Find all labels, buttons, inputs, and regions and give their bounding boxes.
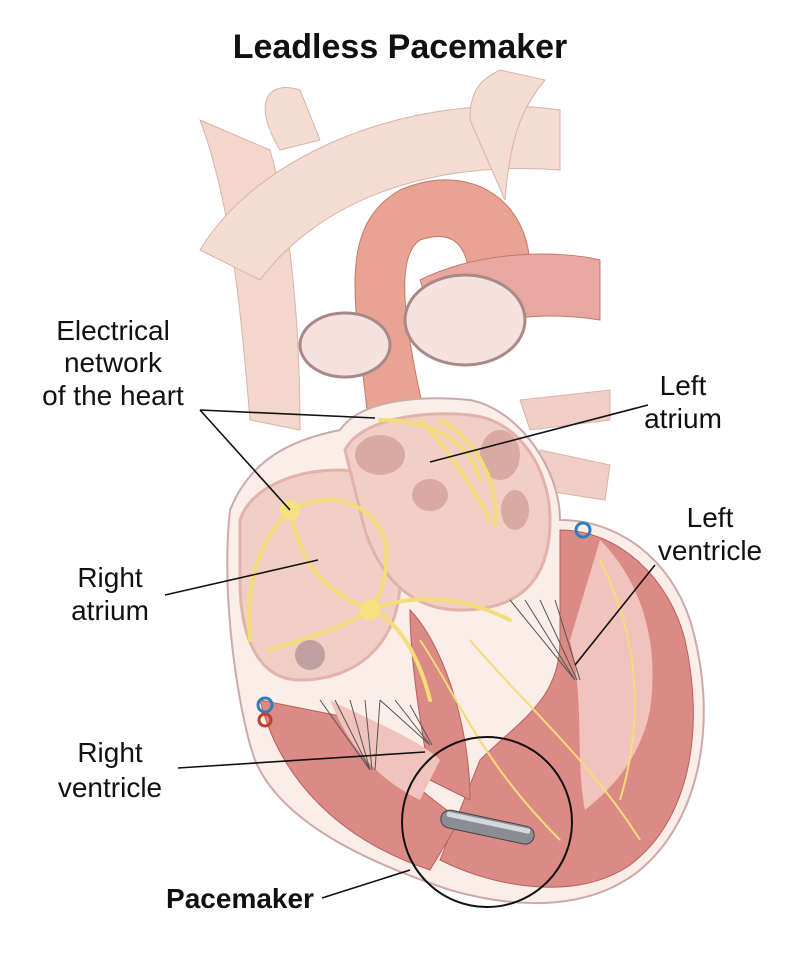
leader-lines [164,404,656,899]
svg-text:atrium: atrium [71,595,149,626]
svg-text:ventricle: ventricle [58,772,162,803]
heart-illustration [199,69,705,905]
svg-text:Right: Right [77,737,143,768]
label-electrical-network: Electrical network of the heart [42,315,184,411]
svg-text:atrium: atrium [644,403,722,434]
diagram-title: Leadless Pacemaker [233,28,568,66]
svg-text:Right: Right [77,562,143,593]
label-left-atrium: Left atrium [644,370,722,434]
pacemaker-highlight-circle [401,736,573,908]
label-pacemaker: Pacemaker [166,883,314,914]
svg-text:of the heart: of the heart [42,380,184,411]
svg-text:Electrical: Electrical [56,315,170,346]
svg-text:network: network [64,347,163,378]
svg-text:Left: Left [687,502,734,533]
label-right-ventricle: Right ventricle [58,737,162,803]
svg-text:ventricle: ventricle [658,535,762,566]
pacemaker-device [440,809,535,845]
label-right-atrium: Right atrium [71,562,149,626]
label-left-ventricle: Left ventricle [658,502,762,566]
svg-text:Left: Left [660,370,707,401]
